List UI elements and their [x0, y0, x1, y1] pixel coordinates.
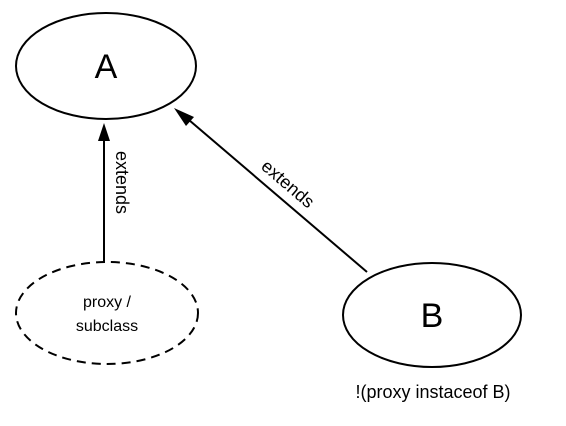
- node-b: B !(proxy instaceof B): [342, 262, 522, 402]
- edge-b-extends-a: extends: [174, 108, 368, 273]
- node-b-ellipse: [342, 262, 522, 368]
- node-b-caption: !(proxy instaceof B): [355, 382, 510, 402]
- node-proxy-label-line2: subclass: [76, 318, 138, 335]
- arrowhead-to-a-diagonal: [174, 108, 194, 126]
- node-a-label: A: [95, 48, 118, 86]
- node-proxy-ellipse: [15, 261, 199, 365]
- node-a: A: [15, 12, 197, 120]
- arrowhead-to-a-vertical: [98, 123, 110, 141]
- edge-label-extends-vertical: extends: [112, 151, 132, 214]
- edge-line-b-to-a: [188, 119, 368, 273]
- edge-proxy-extends-a: extends: [98, 123, 132, 262]
- node-proxy-label-line1: proxy /: [83, 294, 132, 311]
- node-proxy-subclass: proxy / subclass: [15, 261, 199, 365]
- node-b-label: B: [421, 297, 444, 335]
- node-a-ellipse: [15, 12, 197, 120]
